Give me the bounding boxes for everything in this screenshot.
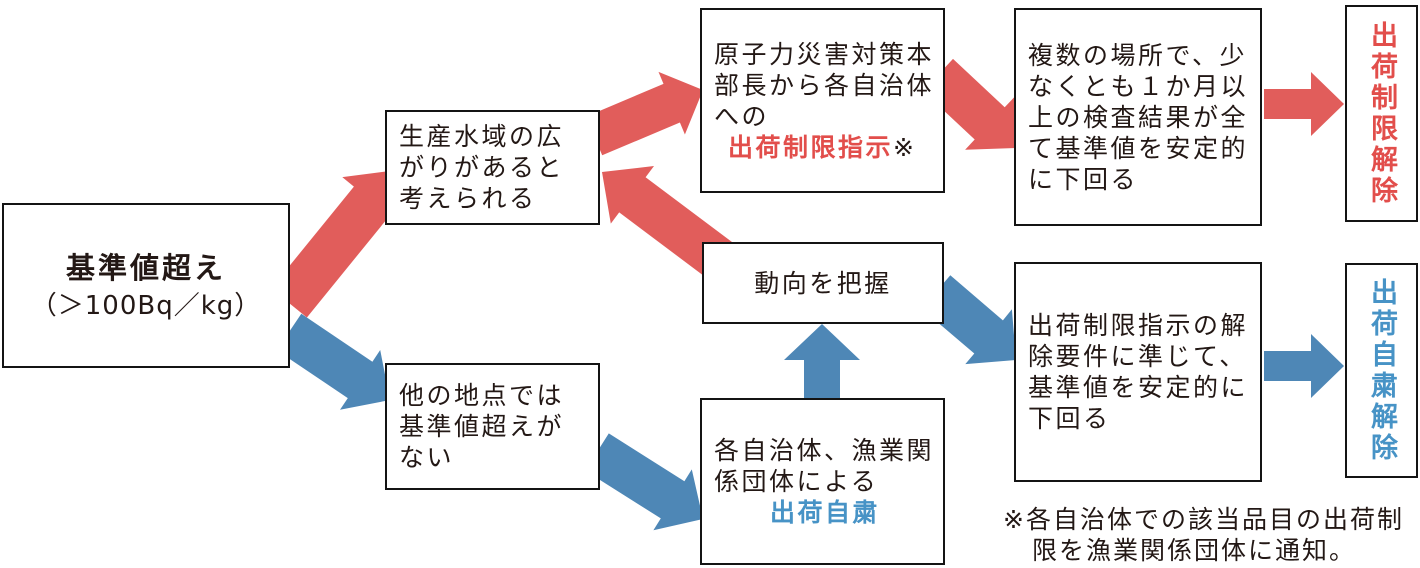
- monitor-trend-text: 動向を把握: [754, 268, 892, 298]
- node-lift-criteria: 出荷制限指示の解 除要件に準じて、 基準値を安定的に 下回る: [1014, 262, 1262, 482]
- production-area-spread-text: 生産水域の広 がりがあると 考えられる: [399, 122, 565, 213]
- restriction-lifted-text: 出荷制限解除: [1366, 20, 1397, 207]
- node-shipment-restriction-instruction: 原子力災害対策本 部長から各自治体 への 出荷制限指示※: [700, 8, 945, 193]
- voluntary-restraint-text: 各自治体、漁業関 係団体による: [714, 436, 935, 496]
- node-no-other-exceedance: 他の地点では 基準値超えが ない: [385, 363, 600, 490]
- arrow-spread-to-instruction: [585, 71, 703, 156]
- footnote-line2: 限を漁業関係団体に通知。: [1032, 536, 1357, 565]
- threshold-value: （＞100Bq／kg）: [30, 290, 262, 321]
- node-voluntary-lifted: 出荷自粛解除: [1345, 263, 1418, 478]
- shipment-restriction-label: 出荷制限指示: [728, 132, 894, 162]
- node-inspection-results: 複数の場所で、少 なくとも１か月以 上の検査結果が全 て基準値を安定的 に下回る: [1014, 8, 1262, 226]
- inspection-results-text: 複数の場所で、少 なくとも１か月以 上の検査結果が全 て基準値を安定的 に下回る: [1028, 40, 1249, 194]
- arrow-inspection-to-lift: [1264, 72, 1344, 136]
- voluntary-highlight-row: 出荷自粛: [714, 497, 943, 528]
- node-threshold-exceeded: 基準値超え （＞100Bq／kg）: [2, 203, 290, 368]
- arrow-start-to-spread: [271, 170, 402, 318]
- arrow-voluntary-to-trend: [784, 324, 860, 399]
- arrow-trend-to-criteria: [921, 275, 1016, 365]
- node-production-area-spread: 生産水域の広 がりがあると 考えられる: [385, 110, 600, 225]
- lift-criteria-text: 出荷制限指示の解 除要件に準じて、 基準値を安定的に 下回る: [1028, 311, 1249, 433]
- instruction-text: 原子力災害対策本 部長から各自治体 への: [714, 39, 935, 131]
- voluntary-lifted-text: 出荷自粛解除: [1366, 277, 1397, 464]
- voluntary-restraint-label: 出荷自粛: [770, 498, 881, 527]
- threshold-title: 基準値超え: [65, 250, 226, 285]
- node-restriction-lifted: 出荷制限解除: [1345, 5, 1418, 222]
- arrow-start-to-noexceed: [276, 313, 390, 410]
- no-other-exceedance-text: 他の地点では 基準値超えが ない: [399, 381, 565, 472]
- footnote: ※各自治体での該当品目の出荷制 限を漁業関係団体に通知。: [1003, 504, 1404, 566]
- footnote-mark: ※: [893, 132, 917, 162]
- instruction-highlight-row: 出荷制限指示※: [714, 132, 943, 163]
- arrow-noexceed-to-voluntary: [585, 433, 703, 531]
- arrow-instruction-to-inspection: [923, 58, 1016, 150]
- node-voluntary-restraint: 各自治体、漁業関 係団体による 出荷自粛: [700, 398, 945, 565]
- node-monitor-trend: 動向を把握: [702, 242, 944, 324]
- footnote-line1: ※各自治体での該当品目の出荷制: [1003, 505, 1404, 534]
- arrow-criteria-to-lift: [1264, 334, 1344, 398]
